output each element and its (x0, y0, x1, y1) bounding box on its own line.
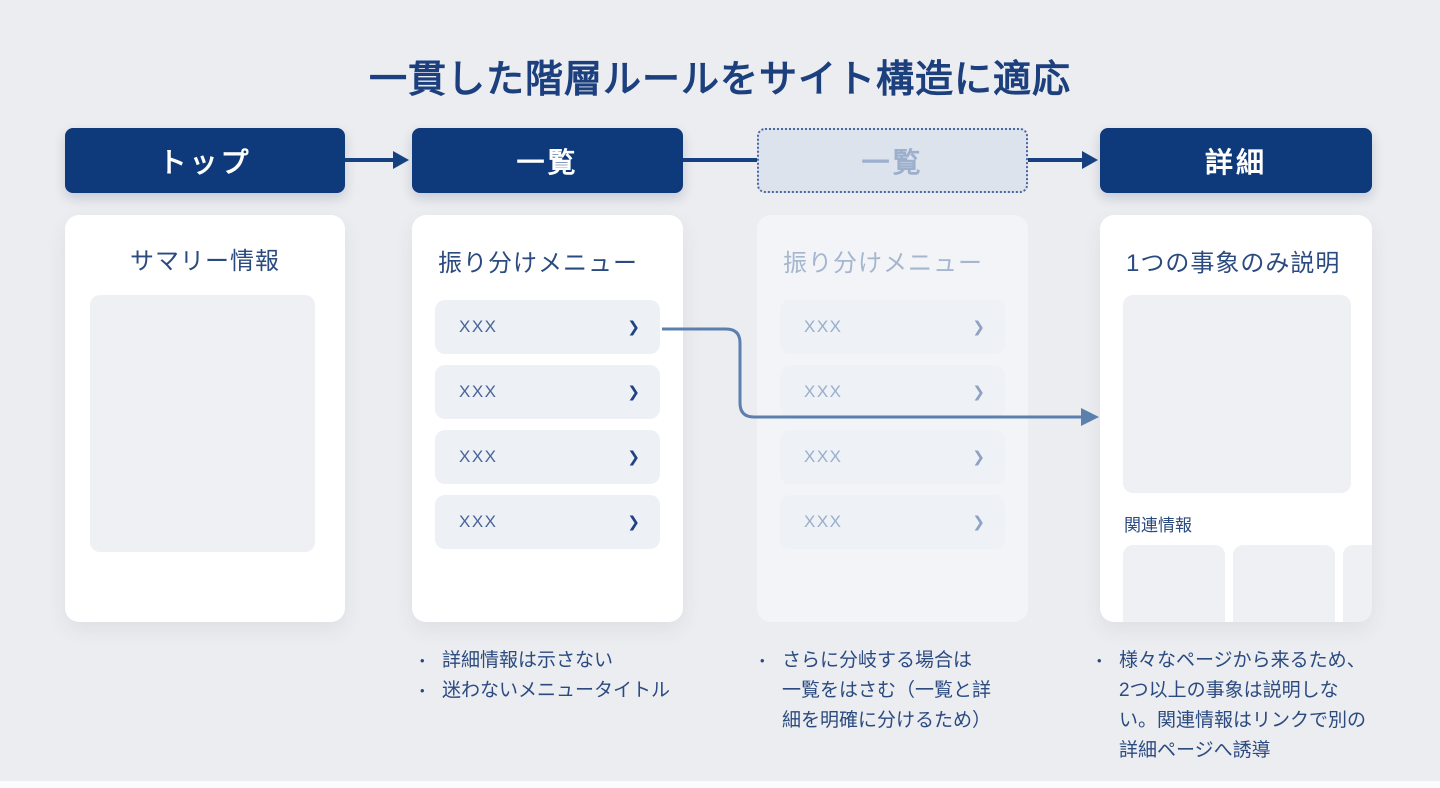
menu-item: XXX ❯ (435, 300, 660, 354)
flow-step-list-optional: 一覧 (757, 128, 1028, 193)
note-item: • さらに分岐する場合は 一覧をはさむ（一覧と詳 細を明確に分けるため） (760, 646, 1060, 736)
flow-step-list: 一覧 (412, 128, 683, 193)
menu-item: XXX ❯ (780, 300, 1005, 354)
chevron-right-icon: ❯ (972, 319, 985, 336)
menu-list: XXX ❯ XXX ❯ XXX ❯ XXX ❯ (780, 300, 1005, 549)
chevron-right-icon: ❯ (972, 449, 985, 466)
menu-item-label: XXX (804, 512, 843, 531)
menu-item-label: XXX (804, 382, 843, 401)
related-info-row (1123, 545, 1372, 622)
flow-arrow-icon (1028, 151, 1098, 169)
bullet-icon: • (420, 683, 425, 698)
menu-item-label: XXX (459, 447, 498, 466)
note-item: • 様々なページから来るため、 2つ以上の事象は説明しな い。関連情報はリンクで… (1097, 646, 1412, 766)
note-item: • 迷わないメニュータイトル (420, 676, 700, 706)
flow-step-top: トップ (65, 128, 345, 193)
bullet-icon: • (1097, 653, 1102, 668)
menu-item-label: XXX (459, 317, 498, 336)
chevron-right-icon: ❯ (627, 514, 640, 531)
menu-card-optional: 振り分けメニュー XXX ❯ XXX ❯ XXX ❯ XXX ❯ (757, 215, 1028, 622)
menu-item-label: XXX (804, 317, 843, 336)
flow-arrow-icon (345, 151, 409, 169)
note-text: 詳細情報は示さない (442, 650, 614, 671)
notes-list-optional: • さらに分岐する場合は 一覧をはさむ（一覧と詳 細を明確に分けるため） (760, 646, 1060, 736)
bullet-icon: • (760, 653, 765, 668)
note-text: さらに分岐する場合は 一覧をはさむ（一覧と詳 細を明確に分けるため） (782, 650, 992, 731)
related-info-thumbnail (1343, 545, 1372, 622)
detail-card: 1つの事象のみ説明 関連情報 (1100, 215, 1372, 622)
note-item: • 詳細情報は示さない (420, 646, 700, 676)
summary-card: サマリー情報 (65, 215, 345, 622)
image-placeholder (90, 295, 315, 552)
related-info-label: 関連情報 (1124, 516, 1192, 535)
menu-list: XXX ❯ XXX ❯ XXX ❯ XXX ❯ (435, 300, 660, 549)
menu-item: XXX ❯ (780, 365, 1005, 419)
note-text: 様々なページから来るため、 2つ以上の事象は説明しな い。関連情報はリンクで別の… (1119, 650, 1367, 761)
card-title: 振り分けメニュー (438, 250, 638, 277)
chevron-right-icon: ❯ (627, 384, 640, 401)
page-title: 一貫した階層ルールをサイト構造に適応 (368, 59, 1071, 101)
menu-item: XXX ❯ (780, 430, 1005, 484)
notes-list: • 詳細情報は示さない • 迷わないメニュータイトル (420, 646, 700, 706)
image-placeholder (1123, 295, 1351, 493)
menu-item-label: XXX (459, 512, 498, 531)
flow-line-icon (683, 158, 757, 162)
card-title: 1つの事象のみ説明 (1126, 250, 1341, 277)
menu-item: XXX ❯ (435, 430, 660, 484)
notes-detail: • 様々なページから来るため、 2つ以上の事象は説明しな い。関連情報はリンクで… (1097, 646, 1412, 766)
related-info-thumbnail (1233, 545, 1335, 622)
chevron-right-icon: ❯ (972, 514, 985, 531)
chevron-right-icon: ❯ (627, 319, 640, 336)
menu-card: 振り分けメニュー XXX ❯ XXX ❯ XXX ❯ XXX ❯ (412, 215, 683, 622)
chevron-right-icon: ❯ (972, 384, 985, 401)
card-title: サマリー情報 (130, 248, 280, 275)
canvas-bottom-edge (0, 781, 1440, 788)
note-text: 迷わないメニュータイトル (442, 680, 671, 701)
menu-item: XXX ❯ (435, 495, 660, 549)
menu-item-label: XXX (459, 382, 498, 401)
menu-item: XXX ❯ (780, 495, 1005, 549)
chevron-right-icon: ❯ (627, 449, 640, 466)
card-title: 振り分けメニュー (783, 250, 983, 277)
flow-step-detail: 詳細 (1100, 128, 1372, 193)
related-info-thumbnail (1123, 545, 1225, 622)
menu-item: XXX ❯ (435, 365, 660, 419)
menu-item-label: XXX (804, 447, 843, 466)
bullet-icon: • (420, 653, 425, 668)
